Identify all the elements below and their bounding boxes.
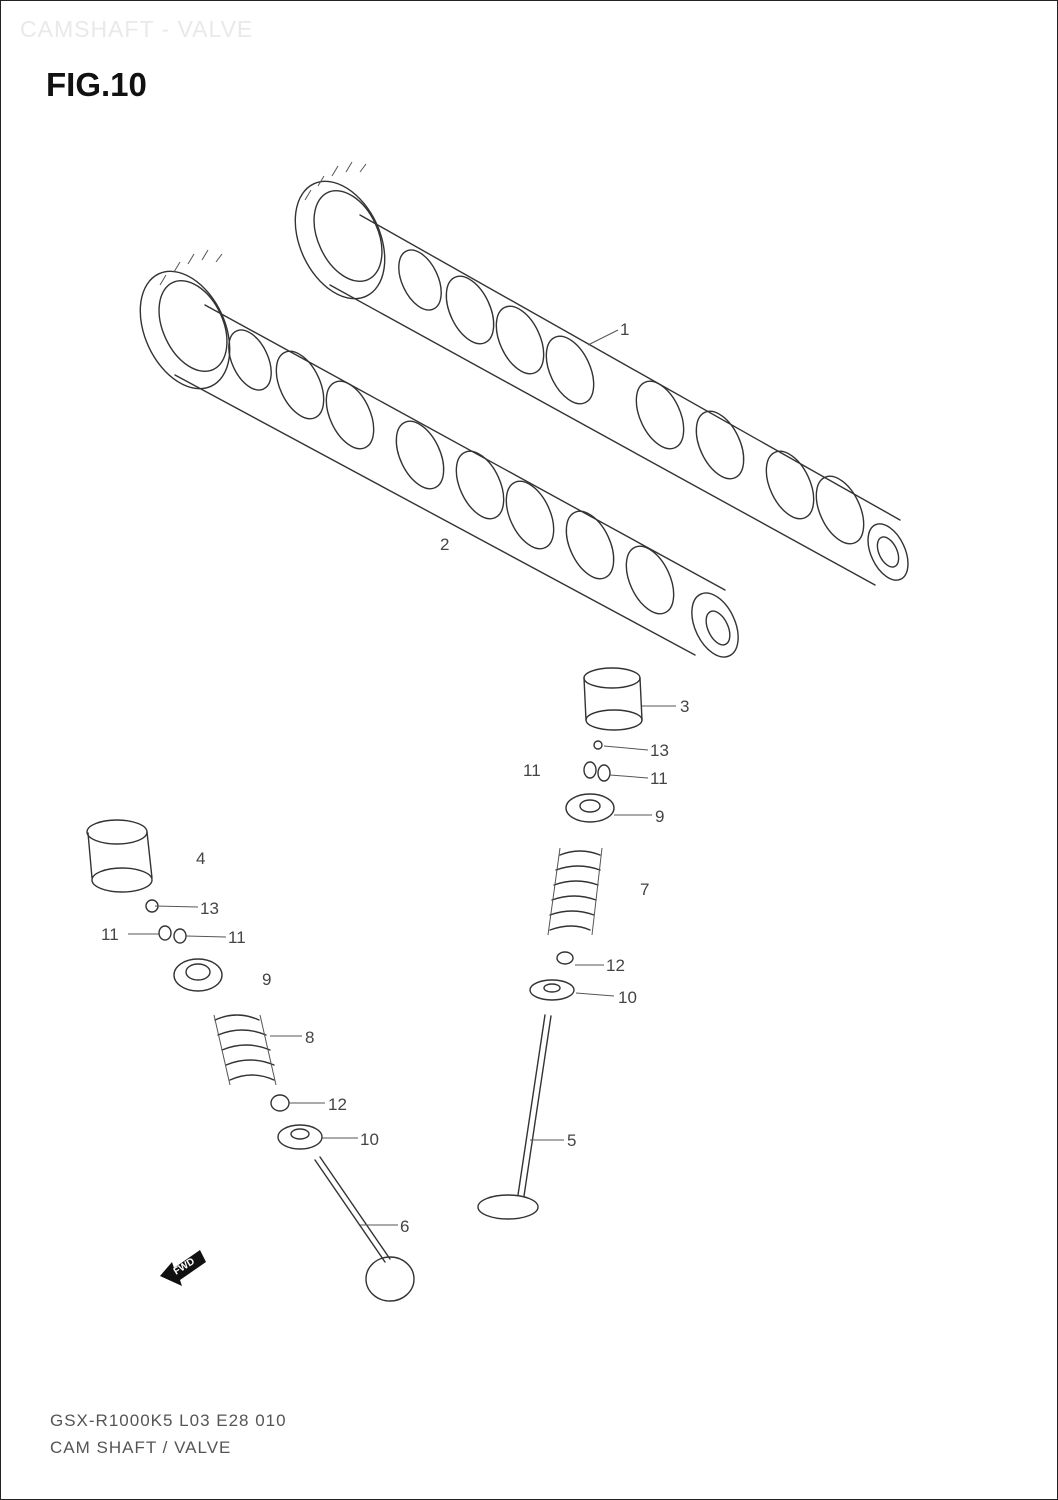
callout-9-right: 9 <box>655 807 664 826</box>
callout-11-right-b: 11 <box>650 769 668 788</box>
callout-11-left-b: 11 <box>228 928 246 947</box>
callout-7: 7 <box>640 880 649 899</box>
cotter-11-right <box>583 761 611 782</box>
forward-arrow-icon: FWD <box>160 1250 206 1286</box>
spring-8 <box>213 1014 277 1086</box>
callout-11-right-a: 11 <box>523 761 541 780</box>
section-header: CAMSHAFT - VALVE <box>20 16 254 42</box>
callout-12-right: 12 <box>606 956 625 975</box>
tappet-3 <box>583 667 643 731</box>
callout-11-left-a: 11 <box>101 925 119 944</box>
callout-6: 6 <box>400 1217 409 1236</box>
callout-13-right: 13 <box>650 741 669 760</box>
callout-4: 4 <box>196 849 205 868</box>
retainer-9-left <box>173 958 223 992</box>
callout-2: 2 <box>440 535 449 554</box>
callout-10-right: 10 <box>618 988 637 1007</box>
callout-10-left: 10 <box>360 1130 379 1149</box>
seal-12-right <box>556 951 574 965</box>
callout-1: 1 <box>620 320 629 339</box>
camshaft-2 <box>139 249 739 658</box>
callout-8: 8 <box>305 1028 314 1047</box>
callouts: 1 2 3 13 11 11 9 7 12 10 5 4 13 11 11 9 … <box>101 320 689 1236</box>
spring-7 <box>547 847 603 936</box>
valve-5 <box>477 1014 552 1220</box>
leader-lines <box>128 329 676 1226</box>
callout-3: 3 <box>680 697 689 716</box>
seat-10-left <box>277 1124 323 1150</box>
camshaft-1 <box>294 161 909 586</box>
section-name: CAM SHAFT / VALVE <box>50 1438 232 1457</box>
valve-6 <box>314 1156 415 1302</box>
retainer-9-right <box>565 793 615 823</box>
model-code: GSX-R1000K5 L03 E28 010 <box>50 1411 287 1430</box>
seal-12-left <box>270 1094 290 1112</box>
callout-9-left: 9 <box>262 970 271 989</box>
figure-title: FIG.10 <box>46 66 147 103</box>
tappet-4 <box>86 819 153 893</box>
shim-13-right <box>593 740 603 750</box>
seat-10-right <box>529 979 575 1001</box>
callout-13-left: 13 <box>200 899 219 918</box>
callout-5: 5 <box>567 1131 576 1150</box>
cotter-11-left <box>158 925 187 944</box>
callout-12-left: 12 <box>328 1095 347 1114</box>
